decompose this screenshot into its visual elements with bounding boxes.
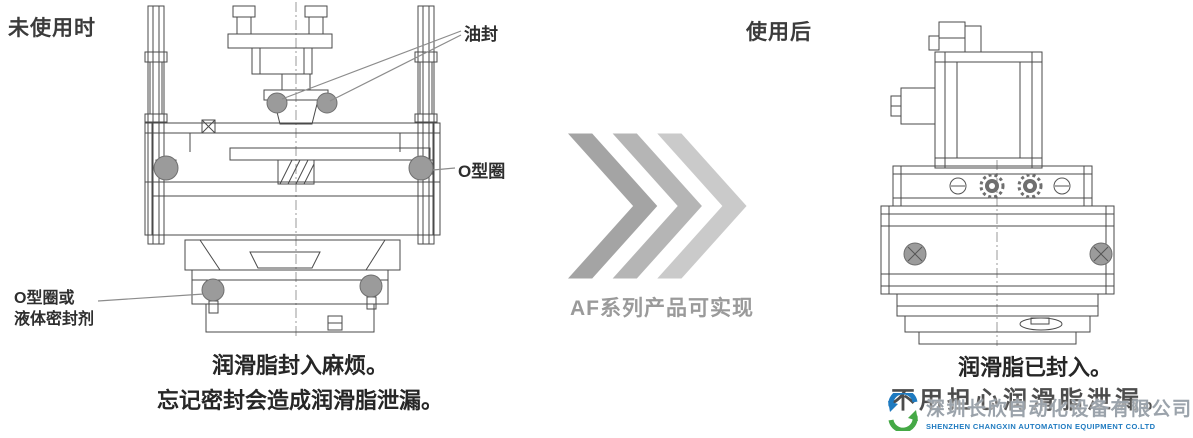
gear-seal-icon (1017, 173, 1043, 199)
bottom-seal-left-spot (201, 278, 225, 302)
o-ring-left-spot (153, 155, 179, 181)
gear-seal-icon (979, 173, 1005, 199)
left-caption: 润滑脂封入麻烦。 忘记密封会造成润滑脂泄漏。 (105, 348, 495, 418)
chevron-2 (612, 133, 702, 279)
oil-seal-right-spot (316, 92, 338, 114)
o-ring-right-spot (408, 155, 434, 181)
right-caption-line2: 不用担心润滑脂泄漏。 (891, 387, 1171, 414)
after-use-label: 使用后 (746, 21, 812, 44)
company-logo-icon (888, 393, 918, 431)
o-ring-sealant-line1: O型圈或 (14, 290, 75, 307)
o-ring-callout: O型圈 (458, 162, 506, 181)
company-name-block: 深圳长欣自动化设备有限公司 SHENZHEN CHANGXIN AUTOMATI… (926, 394, 1193, 431)
before-use-label: 未使用时 (8, 17, 96, 40)
left-drawing-lines (144, 2, 441, 336)
oil-seal-callout: 油封 (464, 25, 498, 44)
flange-bolts (949, 173, 1071, 199)
af-series-label: AF系列产品可实现 (570, 297, 754, 320)
chevron-arrow-icon (568, 133, 747, 279)
side-screw-spots (903, 242, 1113, 266)
company-name-cn: 深圳长欣自动化设备有限公司 (926, 398, 1193, 420)
left-caption-line2: 忘记密封会造成润滑脂泄漏。 (156, 388, 443, 413)
right-product-drawing (880, 21, 1115, 346)
o-ring-sealant-line2: 液体密封剂 (14, 311, 95, 328)
company-watermark: 深圳长欣自动化设备有限公司 SHENZHEN CHANGXIN AUTOMATI… (886, 393, 1193, 431)
o-ring-sealant-callout: O型圈或 液体密封剂 (14, 288, 94, 330)
right-drawing-lines (880, 21, 1115, 346)
chevron-3 (657, 133, 747, 279)
bottom-seal-right-spot (359, 274, 383, 298)
seal-highlight-spots (153, 92, 434, 302)
chevron-1 (568, 133, 658, 279)
company-name-en: SHENZHEN CHANGXIN AUTOMATION EQUIPMENT C… (926, 421, 1156, 431)
oil-seal-left-spot (266, 92, 288, 114)
right-caption-line1: 润滑脂已封入。 (957, 355, 1112, 380)
left-cross-section-drawing (144, 2, 441, 336)
left-caption-line1: 润滑脂封入麻烦。 (211, 353, 388, 378)
